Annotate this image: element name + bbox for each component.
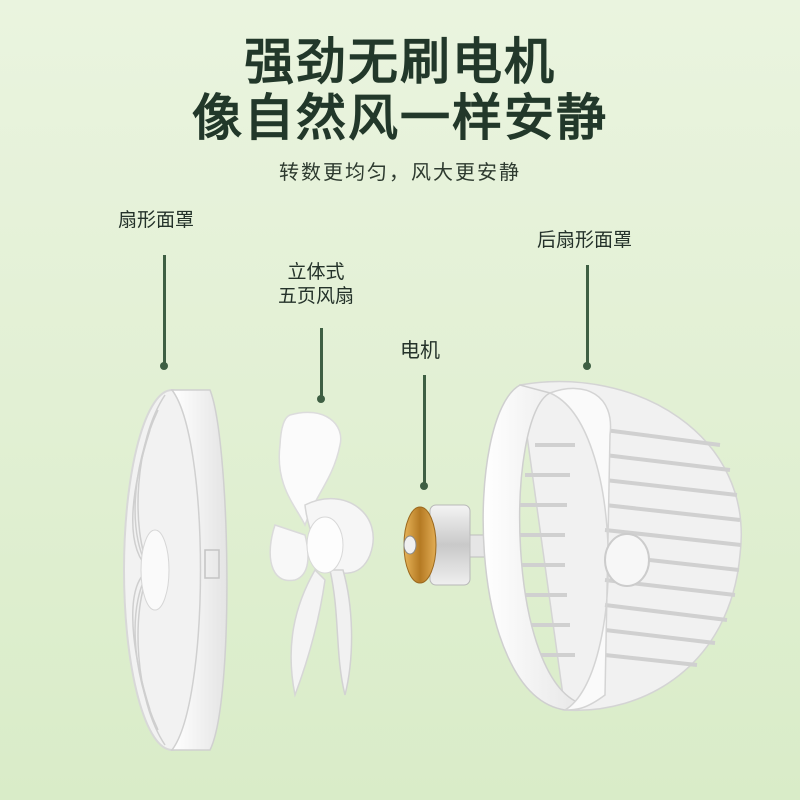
rear-grille-illustration (482, 380, 743, 712)
callout-motor-label: 电机 (400, 338, 440, 362)
callout-rear-grille-line (586, 265, 589, 365)
callout-blade-label-line2: 五页风扇 (278, 285, 355, 307)
callout-motor-line (423, 375, 426, 485)
callout-blade-label-line1: 立体式 (287, 261, 345, 283)
motor-illustration (403, 504, 493, 586)
callout-front-grille-dot (160, 362, 168, 370)
callout-front-grille-label: 扇形面罩 (118, 209, 195, 231)
subtitle: 转数更均匀，风大更安静 (279, 160, 521, 184)
callout-blade-dot (317, 395, 325, 403)
front-grille-illustration (123, 389, 228, 751)
fan-blade-illustration (269, 411, 374, 698)
headline-line-2: 像自然风一样安静 (192, 89, 608, 147)
callout-rear-grille-label: 后扇形面罩 (537, 229, 633, 251)
callout-front-grille-line (163, 255, 166, 365)
callout-motor-dot (420, 482, 428, 490)
headline-line-1: 强劲无刷电机 (244, 33, 556, 91)
callout-blade-line (320, 328, 323, 398)
callout-blade-label: 立体式 五页风扇 (278, 260, 354, 308)
callout-rear-grille-dot (583, 362, 591, 370)
